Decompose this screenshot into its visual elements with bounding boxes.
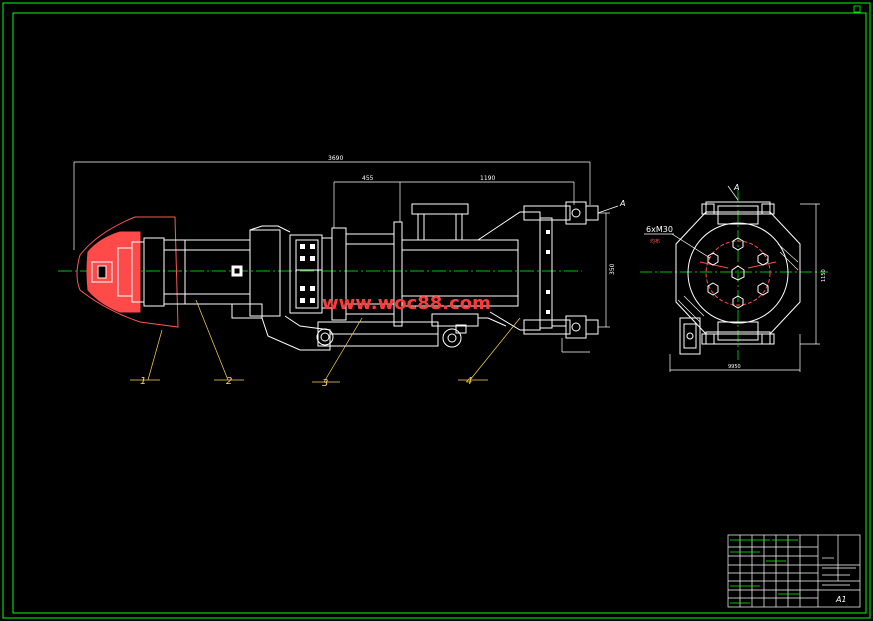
bolt-hexes	[707, 237, 769, 309]
dim-overall-length: 3690	[328, 155, 343, 162]
dim-end-width: 9950	[728, 364, 741, 370]
dim-seg-left: 455	[362, 175, 374, 182]
view-marker-a: A	[619, 199, 625, 208]
part-1-nose-cone	[76, 216, 179, 328]
dim-seg-right: 1190	[480, 175, 495, 182]
dim-height-right: 350	[609, 263, 616, 275]
end-view	[640, 185, 828, 372]
corner-marker	[853, 5, 861, 13]
side-view	[58, 161, 619, 383]
part-label-1: 1	[140, 376, 146, 387]
inner-frame	[12, 12, 867, 614]
thread-note: 6xM30	[646, 225, 673, 234]
part-4-rear-yoke	[477, 201, 599, 339]
part-label-2: 2	[226, 376, 232, 387]
part-label-4: 4	[466, 376, 472, 387]
title-block-sheet-label: A1	[835, 595, 847, 604]
watermark-text: www.woc88.com	[322, 293, 491, 314]
thread-note-sub: 均布	[650, 238, 660, 245]
part-3-main-body	[316, 203, 519, 348]
end-view-label-a: A	[733, 183, 739, 192]
title-block	[727, 534, 861, 608]
part-label-3: 3	[322, 378, 328, 389]
leaders	[130, 299, 521, 383]
connector-block	[231, 225, 333, 351]
dimension-lines	[73, 161, 619, 353]
dim-end-height: 1150	[821, 269, 827, 282]
